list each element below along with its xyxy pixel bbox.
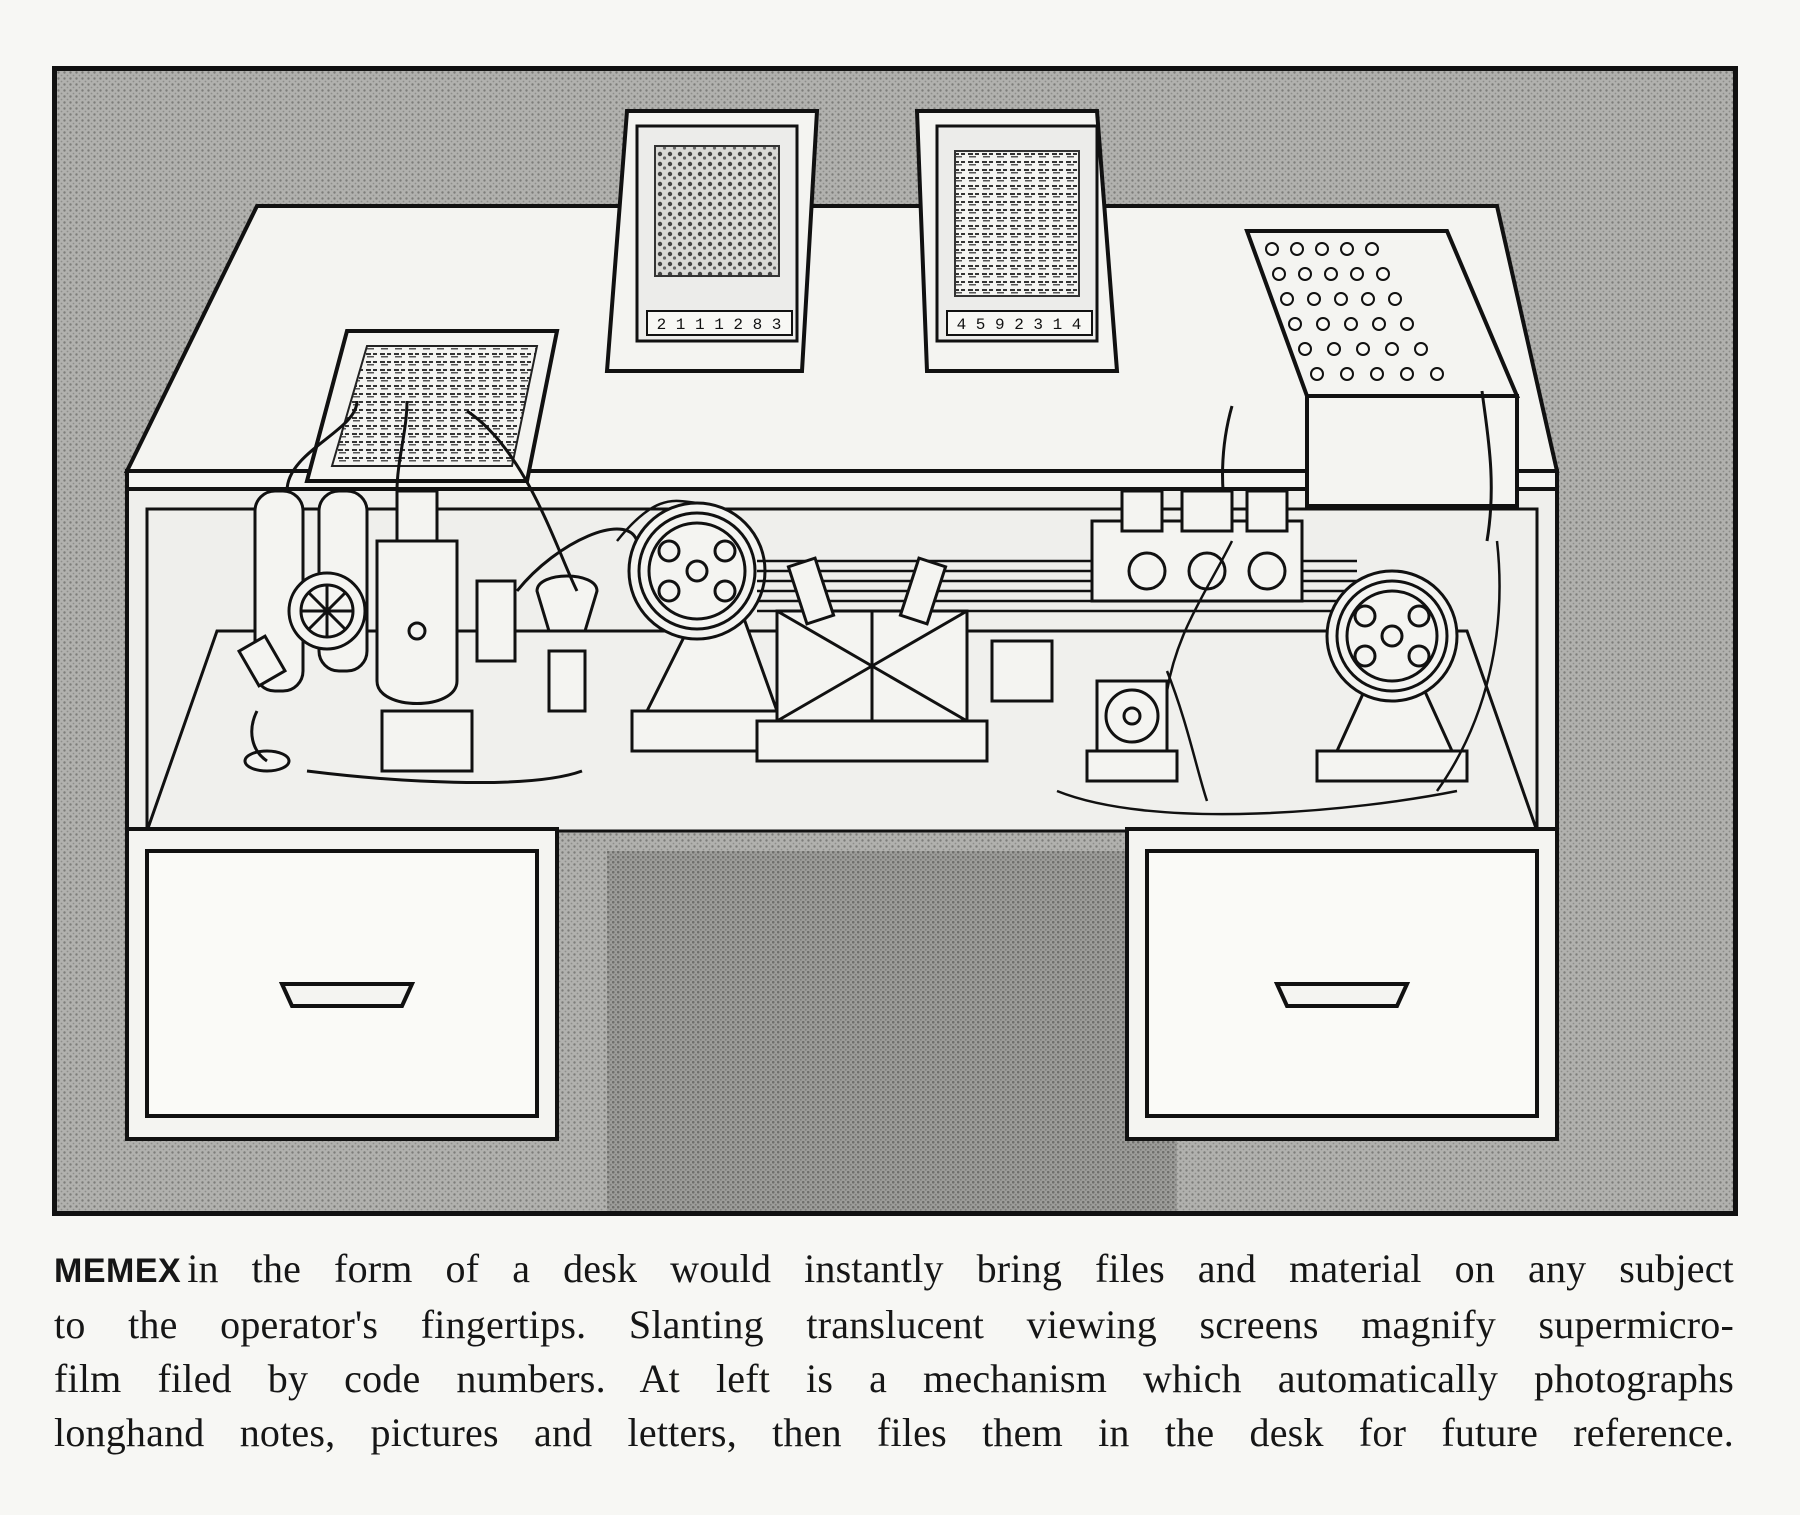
small-motor [1085,679,1179,783]
film-reel-right [1315,569,1469,783]
floor-shadow [607,851,1177,1211]
right-drawer-handle [1273,982,1411,1008]
screen-right-code: 4 5 9 2 3 1 4 [957,316,1082,334]
motor-bank [1090,489,1304,603]
photo-mechanism [236,400,639,785]
caption-line-2: to the operator's fingertips. Slanting t… [54,1302,1734,1347]
screen-left-code: 2 1 1 1 2 8 3 [657,316,782,334]
caption-line-3: film filed by code numbers. At left is a… [54,1356,1734,1401]
projector-assembly [755,556,1054,763]
caption-line-1-text: in the form of a desk would instantly br… [187,1246,1734,1291]
wiring [616,499,1501,816]
memex-desk-drawing: 2 1 1 1 2 8 3 4 5 9 2 3 1 4 [57,71,1733,1211]
keyboard-panel [1221,229,1521,542]
film-reel-left [627,501,804,753]
viewing-screen-left: 2 1 1 1 2 8 3 [604,109,820,373]
memex-illustration: 2 1 1 1 2 8 3 4 5 9 2 3 1 4 [52,66,1738,1216]
left-drawer-handle [278,982,416,1008]
viewing-screen-right: 4 5 9 2 3 1 4 [914,109,1120,373]
caption-line-4: longhand notes, pictures and letters, th… [54,1410,1734,1455]
caption-lead: MEMEX [54,1252,182,1290]
